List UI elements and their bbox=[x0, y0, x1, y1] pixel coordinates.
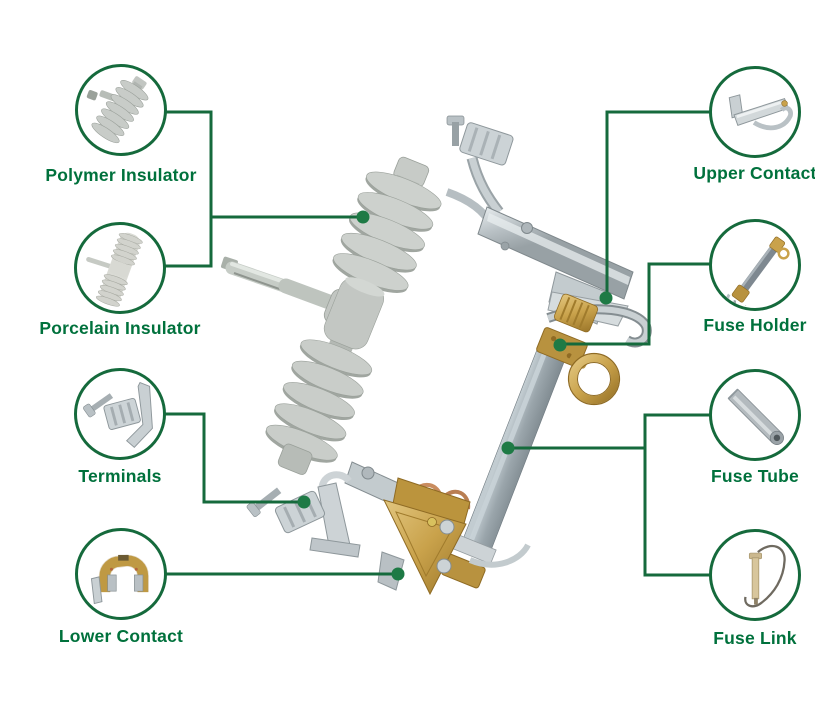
porcelain-insulator-photo bbox=[74, 222, 166, 314]
fuse-holder-photo bbox=[709, 219, 801, 311]
callout-upper-contact: Upper Contact bbox=[693, 66, 815, 183]
product-lower-hinge bbox=[246, 461, 471, 596]
callout-fuse-holder: Fuse Holder bbox=[703, 219, 806, 335]
callout-terminals: Terminals bbox=[74, 368, 166, 486]
fuse-holder-label: Fuse Holder bbox=[703, 315, 807, 335]
callout-fuse-tube: Fuse Tube bbox=[709, 369, 801, 486]
product-insulator bbox=[265, 156, 442, 475]
polymer-insulator-label: Polymer Insulator bbox=[45, 165, 197, 185]
fuse-tube-photo bbox=[709, 369, 801, 461]
callout-lower-contact: Lower Contact bbox=[59, 528, 183, 646]
terminals-label: Terminals bbox=[78, 466, 162, 486]
product-fuse-tube bbox=[441, 346, 567, 589]
fuse-link-label: Fuse Link bbox=[713, 628, 797, 648]
terminals-photo bbox=[74, 368, 166, 460]
lower-contact-photo bbox=[75, 528, 167, 620]
callout-fuse-link: Fuse Link bbox=[709, 529, 801, 648]
polymer-insulator-photo bbox=[75, 64, 167, 156]
product-top-bracket bbox=[445, 115, 652, 348]
lower-contact-label: Lower Contact bbox=[58, 626, 184, 646]
upper-contact-label: Upper Contact bbox=[693, 163, 815, 183]
callout-porcelain-insulator: Porcelain Insulator bbox=[39, 222, 200, 338]
fuse-link-photo bbox=[709, 529, 801, 621]
porcelain-insulator-label: Porcelain Insulator bbox=[39, 318, 201, 338]
upper-contact-photo bbox=[709, 66, 801, 158]
fuse-tube-label: Fuse Tube bbox=[710, 466, 799, 486]
callout-polymer-insulator: Polymer Insulator bbox=[45, 64, 196, 185]
